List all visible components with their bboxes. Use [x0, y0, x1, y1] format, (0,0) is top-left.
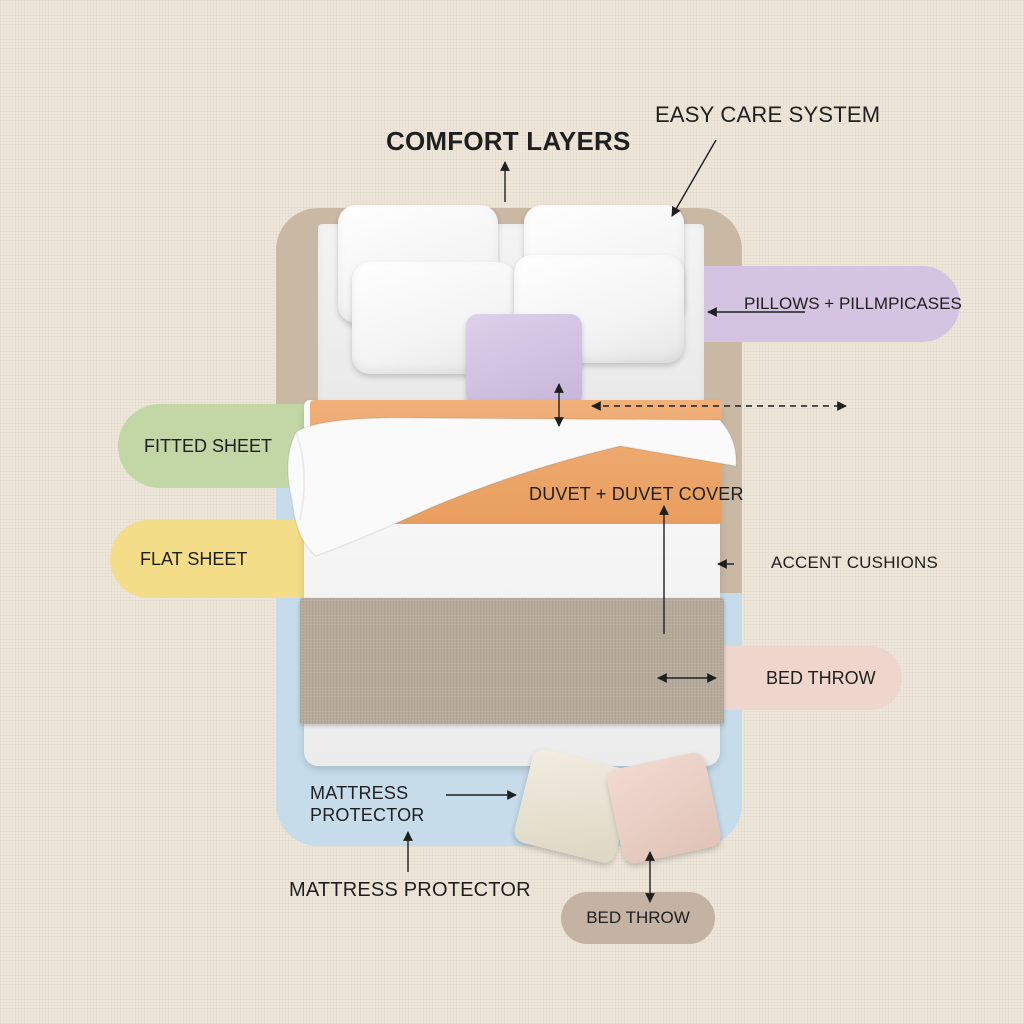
accent-cushions-label: ACCENT CUSHIONS — [771, 553, 939, 572]
bed-throw-bottom-label: BED THROW — [586, 908, 690, 927]
pillows-label: PILLOWS + PILLMPICASES — [744, 294, 962, 313]
pink-cushion — [605, 750, 723, 866]
fitted-sheet-pill: FITTED SHEET — [118, 404, 318, 488]
duvet-label: DUVET + DUVET COVER — [529, 484, 744, 504]
gray-throw — [300, 598, 724, 724]
diagram-title: COMFORT LAYERS — [386, 126, 631, 156]
flat-sheet-pill: FLAT SHEET — [110, 520, 316, 598]
mattress-protector-inner-label: MATTRESS PROTECTOR — [310, 783, 425, 825]
fitted-sheet-label: FITTED SHEET — [144, 435, 273, 456]
lavender-cushion — [466, 314, 582, 406]
diagram-subtitle: EASY CARE SYSTEM — [655, 102, 881, 127]
flat-sheet-label: FLAT SHEET — [140, 548, 248, 569]
bed-throw-right-label: BED THROW — [766, 667, 876, 688]
bed-throw-bottom-pill: BED THROW — [561, 892, 715, 944]
bed-throw-right-pill: BED THROW — [722, 646, 902, 710]
easy-care-arrow — [671, 139, 717, 217]
mattress-protector-bottom-label: MATTRESS PROTECTOR — [289, 879, 531, 901]
duvet-band — [310, 400, 722, 524]
pillows-pill: PILLOWS + PILLMPICASES — [700, 266, 962, 342]
